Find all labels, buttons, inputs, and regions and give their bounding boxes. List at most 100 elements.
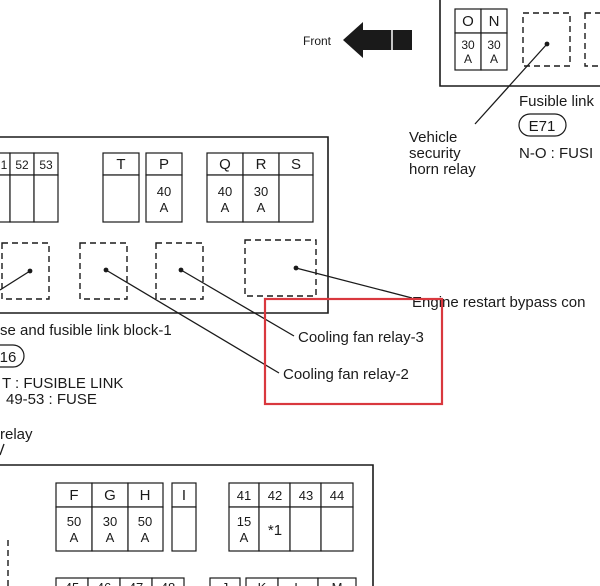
fuse-I-body — [171, 506, 197, 552]
cooling-fan-relay-3-slot — [155, 242, 204, 300]
fuse-48-header — [151, 577, 185, 586]
fuse-M-header — [317, 577, 357, 586]
fuse-44-header — [320, 482, 354, 508]
fuse-J-label: J — [222, 580, 229, 586]
top-connector-label: E71 — [529, 118, 556, 135]
fuse-G-body — [91, 506, 129, 552]
fuse-N-body — [480, 32, 508, 71]
top-fusible-link-block: O N 30 A 30 A Vehicle security horn rela… — [409, 0, 600, 178]
engine-relay-leader — [295, 267, 413, 299]
fuse-K-label: K — [258, 580, 267, 586]
fuse-O-rating-unit: A — [464, 52, 472, 66]
fuse-44-label: 44 — [330, 488, 344, 503]
engine-restart-relay-slot — [244, 239, 317, 297]
fuse-T-body — [102, 174, 140, 223]
top-block-note: N-O : FUSI — [519, 145, 593, 162]
fuse-N-rating-value: 30 — [487, 38, 501, 52]
fuse-42-note-marker: *1 — [268, 522, 282, 539]
fuse-Q-rating-unit: A — [221, 200, 230, 215]
fuse-R-label: R — [256, 156, 267, 173]
fuse-53-label: 53 — [39, 158, 53, 172]
fuse-47-label: 47 — [129, 580, 143, 586]
fuse-42-label: 42 — [268, 488, 282, 503]
middle-connector-label: 16 — [0, 349, 16, 366]
fuse-F-label: F — [69, 487, 78, 504]
fuse-46-label: 46 — [97, 580, 111, 586]
horn-relay-label-3: horn relay — [409, 161, 476, 178]
fuse-47-header — [119, 577, 153, 586]
fuse-N-header — [480, 8, 508, 34]
fuse-G-rating-unit: A — [106, 530, 115, 545]
fuse-43-label: 43 — [299, 488, 313, 503]
relay-3-leader — [180, 269, 295, 337]
horn-relay-label-1: Vehicle — [409, 129, 457, 146]
fuse-R-rating-value: 30 — [254, 184, 268, 199]
adjacent-relay-slot — [584, 12, 600, 67]
fuse-G-rating-value: 30 — [103, 514, 117, 529]
fuse-S-body — [278, 174, 314, 223]
fuse-I-header — [171, 482, 197, 508]
highlight-box — [263, 297, 444, 406]
fuse-42-body — [258, 506, 291, 552]
horn-relay-slot — [522, 12, 571, 67]
fuse-O-label: O — [462, 13, 474, 30]
fuse-F-body — [55, 506, 93, 552]
fuse-R-rating-unit: A — [257, 200, 266, 215]
horn-relay-label-2: security — [409, 145, 461, 162]
middle-note-1: T : FUSIBLE LINK — [2, 375, 123, 392]
fuse-F-rating-unit: A — [70, 530, 79, 545]
fuse-46-header — [87, 577, 121, 586]
top-connector-badge — [518, 113, 567, 137]
fuse-1-label: 1 — [1, 158, 8, 172]
fuse-53-body — [33, 174, 59, 223]
fuse-N-rating-unit: A — [490, 52, 498, 66]
fuse-52-body — [9, 174, 35, 223]
relay-partial-leader — [0, 443, 5, 456]
fuse-O-rating-value: 30 — [461, 38, 475, 52]
cooling-fan-relay-3-label: Cooling fan relay-3 — [298, 329, 424, 346]
fuse-L-header — [277, 577, 319, 586]
fuse-43-header — [289, 482, 322, 508]
fuse-H-rating-value: 50 — [138, 514, 152, 529]
fuse-S-label: S — [291, 156, 301, 173]
front-label: Front — [303, 34, 332, 48]
fuse-K-header — [245, 577, 279, 586]
engine-restart-label: Engine restart bypass con — [412, 294, 585, 311]
cooling-fan-relay-2-label: Cooling fan relay-2 — [283, 366, 409, 383]
fuse-P-body — [145, 174, 183, 223]
fuse-H-label: H — [140, 487, 151, 504]
fuse-41-rating-unit: A — [240, 530, 249, 545]
fuse-G-label: G — [104, 487, 116, 504]
top-block-title: Fusible link — [519, 93, 595, 110]
relay-slot-left — [1, 242, 50, 300]
fuse-48-label: 48 — [161, 580, 175, 586]
fuse-52-label: 52 — [15, 158, 29, 172]
fuse-41-label: 41 — [237, 488, 251, 503]
fuse-J-header — [209, 577, 241, 586]
fuse-T-label: T — [116, 156, 125, 173]
fuse-N-label: N — [489, 13, 500, 30]
bottom-fuse-block: F G H 50 A 30 A 50 A I 41 42 43 44 15 A … — [0, 464, 374, 586]
fuse-I-label: I — [182, 487, 186, 504]
relay-partial-label: relay — [0, 426, 33, 443]
fuse-Q-label: Q — [219, 156, 231, 173]
fuse-P-label: P — [159, 156, 169, 173]
relay-2-leader — [105, 269, 280, 374]
fuse-41-body — [228, 506, 260, 552]
horn-relay-leader — [474, 43, 548, 125]
front-arrow-icon — [343, 22, 412, 58]
fuse-Q-rating-value: 40 — [218, 184, 232, 199]
fuse-43-body — [289, 506, 322, 552]
cooling-fan-relay-2-slot — [79, 242, 128, 300]
fuse-O-header — [454, 8, 482, 34]
fuse-H-rating-unit: A — [141, 530, 150, 545]
fuse-41-rating-value: 15 — [237, 514, 251, 529]
fuse-45-label: 45 — [65, 580, 79, 586]
fuse-O-body — [454, 32, 482, 71]
fuse-G-header — [91, 482, 129, 508]
fuse-P-rating-value: 40 — [157, 184, 171, 199]
fuse-1-body — [0, 174, 11, 223]
fuse-L-label: L — [294, 580, 301, 586]
middle-note-2: 49-53 : FUSE — [6, 391, 97, 408]
